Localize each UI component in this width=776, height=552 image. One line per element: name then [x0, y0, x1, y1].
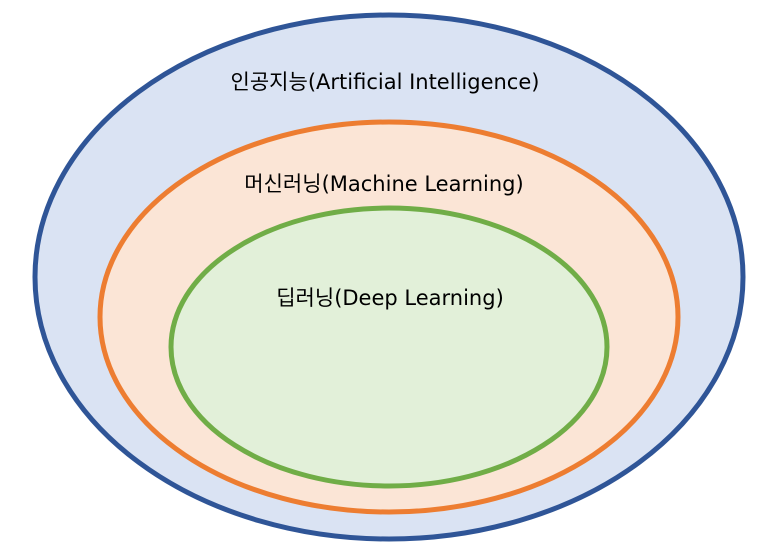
dl-label: 딥러닝(Deep Learning): [276, 286, 504, 310]
ai-label: 인공지능(Artificial Intelligence): [230, 70, 540, 94]
dl-ellipse: [168, 205, 610, 489]
ml-label: 머신러닝(Machine Learning): [244, 172, 524, 196]
